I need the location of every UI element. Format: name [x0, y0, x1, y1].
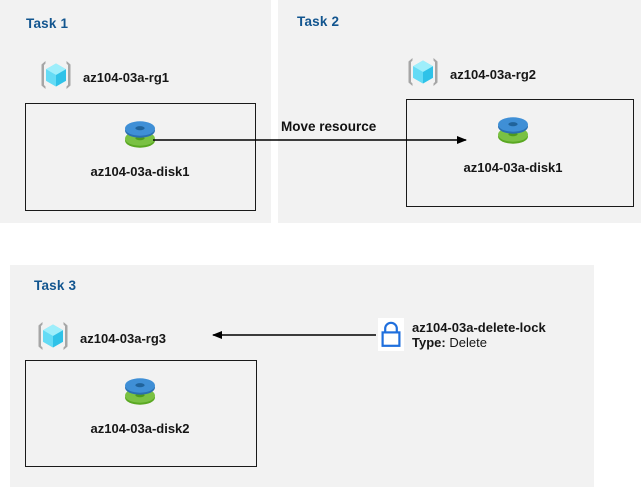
task-1-title: Task 1 [26, 16, 69, 31]
delete-lock-type-value: Delete [449, 335, 487, 350]
managed-disk-icon [119, 114, 161, 159]
task-2-resource-group-label: az104-03a-rg2 [450, 67, 536, 82]
task-3-resource-group-label: az104-03a-rg3 [80, 331, 166, 346]
task-3-panel [10, 265, 594, 487]
resource-group-icon [36, 55, 76, 100]
task-1-resource-label: az104-03a-disk1 [90, 164, 190, 179]
task-2-resource-label: az104-03a-disk1 [463, 160, 563, 175]
task-3-resource-box [25, 360, 257, 467]
task-3-title: Task 3 [34, 278, 77, 293]
resource-group-icon [403, 52, 443, 97]
task-1-panel [0, 0, 271, 223]
delete-lock-type-label: Type: [412, 335, 446, 350]
task-1-resource-group[interactable]: az104-03a-rg1 [36, 55, 169, 100]
task-3-resource[interactable]: az104-03a-disk2 [91, 371, 190, 436]
move-resource-label: Move resource [281, 119, 377, 134]
managed-disk-icon [492, 110, 534, 155]
delete-lock-name: az104-03a-delete-lock [412, 320, 546, 335]
task-2-title: Task 2 [297, 14, 340, 29]
task-3-resource-group[interactable]: az104-03a-rg3 [33, 316, 166, 361]
lock-icon [378, 318, 404, 351]
task-2-resource-box [406, 99, 634, 207]
task-3-resource-label: az104-03a-disk2 [90, 421, 190, 436]
task-1-resource-group-label: az104-03a-rg1 [83, 70, 169, 85]
resource-group-icon [33, 316, 73, 361]
task-2-panel [278, 0, 641, 223]
delete-lock-node[interactable]: az104-03a-delete-lock Type: Delete [378, 318, 546, 351]
delete-lock-type: Type: Delete [412, 335, 546, 351]
managed-disk-icon [119, 371, 161, 416]
task-1-resource[interactable]: az104-03a-disk1 [91, 114, 190, 179]
task-1-resource-box [25, 103, 256, 211]
task-2-resource-group[interactable]: az104-03a-rg2 [403, 52, 536, 97]
task-2-resource[interactable]: az104-03a-disk1 [464, 110, 563, 175]
